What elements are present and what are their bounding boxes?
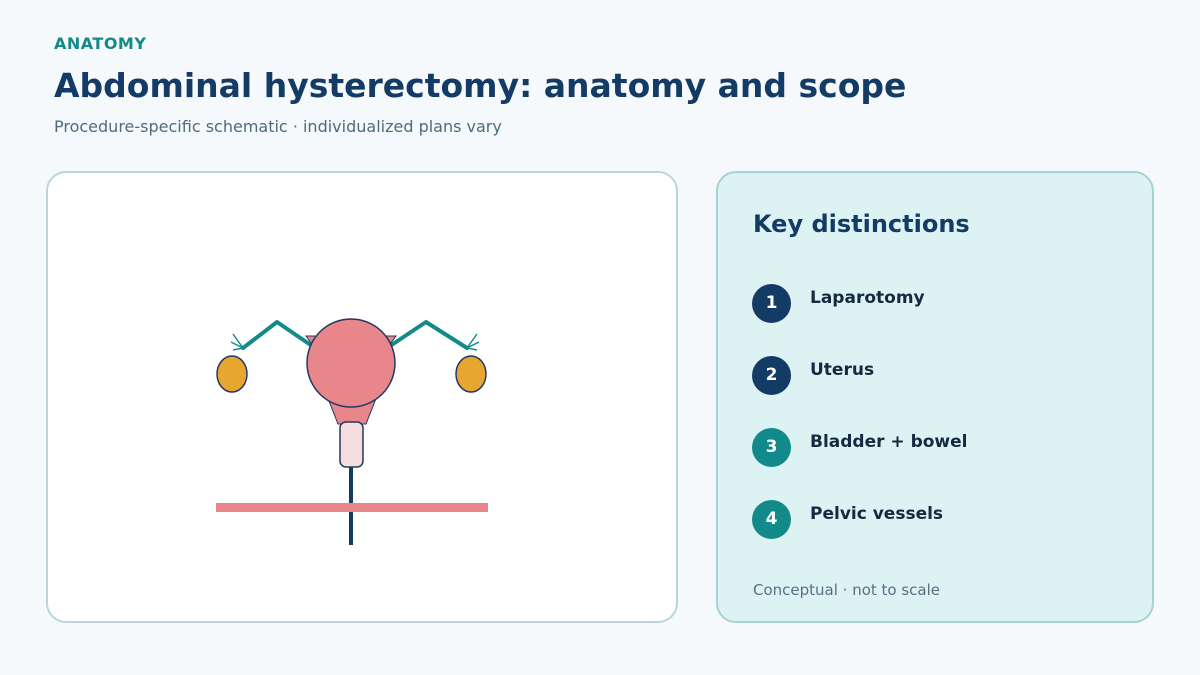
footnote: Conceptual · not to scale <box>753 581 941 599</box>
panel-heading: Key distinctions <box>753 210 970 238</box>
right-ovary <box>455 355 487 393</box>
right-fallopian-tube <box>382 320 469 352</box>
distinction-item-pelvic-vessels: 4 Pelvic vessels <box>752 499 943 539</box>
section-eyebrow: ANATOMY <box>54 34 147 53</box>
distinction-label: Pelvic vessels <box>810 504 944 524</box>
cervix <box>339 421 364 468</box>
left-fimbriae <box>230 333 244 351</box>
incision-line <box>216 503 488 512</box>
distinction-label: Bladder + bowel <box>810 432 968 452</box>
distinction-item-uterus: 2 Uterus <box>752 355 874 395</box>
distinction-item-laparotomy: 1 Laparotomy <box>752 283 925 323</box>
left-ovary <box>216 355 248 393</box>
number-badge: 4 <box>752 499 791 539</box>
left-fallopian-tube <box>241 320 320 352</box>
page-title: Abdominal hysterectomy: anatomy and scop… <box>54 66 907 105</box>
page-subtitle: Procedure-specific schematic · individua… <box>54 117 502 136</box>
distinction-item-bladder-bowel: 3 Bladder + bowel <box>752 427 968 467</box>
number-badge: 2 <box>752 355 791 395</box>
distinction-label: Uterus <box>810 360 875 380</box>
right-fimbriae <box>466 333 480 351</box>
number-badge: 3 <box>752 427 791 467</box>
distinction-label: Laparotomy <box>810 288 925 308</box>
uterus-body <box>306 318 396 408</box>
anatomy-diagram-card <box>46 171 678 623</box>
anatomy-schematic <box>216 318 488 545</box>
number-badge: 1 <box>752 283 791 323</box>
key-distinctions-panel: Key distinctions 1 Laparotomy 2 Uterus 3… <box>716 171 1154 623</box>
